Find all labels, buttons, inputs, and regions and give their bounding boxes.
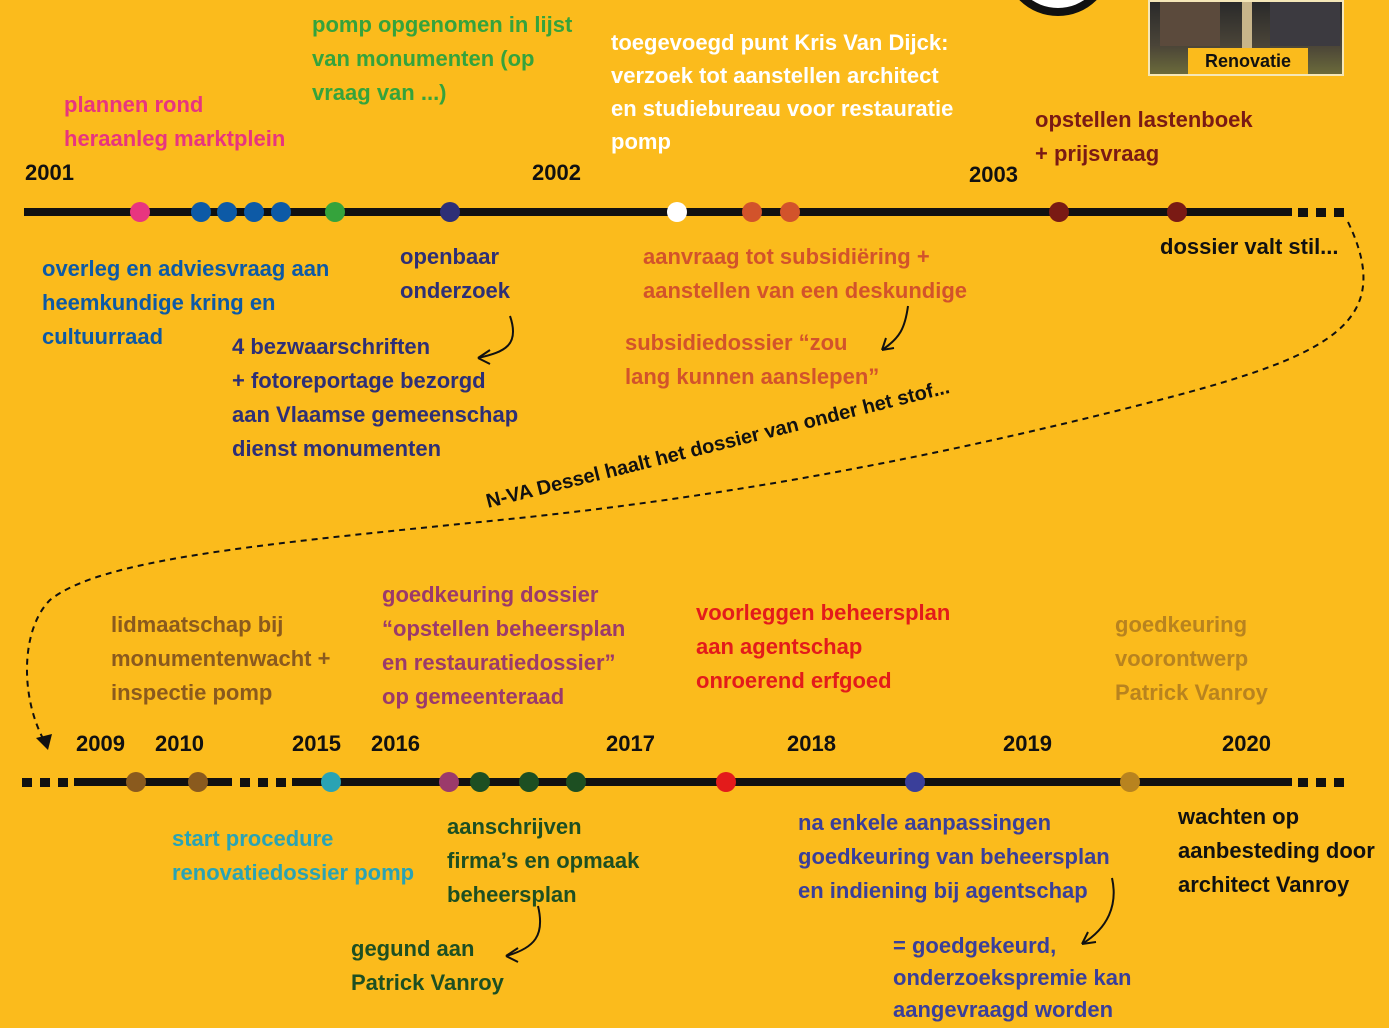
photo-pump — [1242, 2, 1252, 48]
event-label: subsidiedossier “zou lang kunnen aanslep… — [625, 330, 880, 389]
event-label: wachten op aanbesteding door architect V… — [1178, 804, 1375, 897]
event-dot — [440, 202, 460, 222]
event-label: goedkeuring dossier “opstellen beheerspl… — [382, 582, 626, 709]
event-label: start procedure renovatiedossier pomp — [172, 826, 415, 885]
event-dot — [126, 772, 146, 792]
photo-building-left — [1160, 2, 1220, 46]
event-dot — [470, 772, 490, 792]
year-label: 2017 — [606, 731, 655, 756]
pump-photo: Renovatie pomp — [1148, 0, 1344, 76]
bottom-timeline-dash — [258, 778, 268, 787]
event-label: toegevoegd punt Kris Van Dijck: verzoek … — [611, 30, 954, 154]
top-timeline-dash — [1298, 208, 1308, 217]
event-label: voorleggen beheersplan aan agentschap on… — [696, 600, 951, 693]
event-dot — [905, 772, 925, 792]
event-dot — [271, 202, 291, 222]
photo-building-right — [1270, 2, 1340, 46]
callout-arrowhead — [477, 349, 491, 365]
event-dot — [519, 772, 539, 792]
bottom-timeline-dash — [1316, 778, 1326, 787]
year-label: 2019 — [1003, 731, 1052, 756]
callout-arrowhead — [505, 947, 519, 963]
bottom-timeline-dash — [1298, 778, 1308, 787]
bottom-timeline-dash — [240, 778, 250, 787]
event-label: 4 bezwaarschriften + fotoreportage bezor… — [232, 334, 519, 461]
event-dot — [667, 202, 687, 222]
year-label: 2003 — [969, 162, 1018, 187]
event-dot — [439, 772, 459, 792]
callout-arrowhead — [1081, 931, 1097, 945]
event-dot — [217, 202, 237, 222]
year-label: 2002 — [532, 160, 581, 185]
event-label: openbaar onderzoek — [400, 244, 511, 303]
event-dot — [1049, 202, 1069, 222]
event-label: plannen rond heraanleg marktplein — [64, 92, 286, 151]
event-dot — [742, 202, 762, 222]
callout-arrow — [505, 905, 542, 957]
event-dot — [1167, 202, 1187, 222]
photo-caption: Renovatie pomp — [1188, 48, 1308, 74]
top-timeline-dash — [1316, 208, 1326, 217]
bottom-timeline-dash — [22, 778, 32, 787]
event-label: pomp opgenomen in lijst van monumenten (… — [312, 12, 573, 105]
timeline-ending-label: dossier valt stil... — [1160, 234, 1339, 259]
event-label: goedkeuring voorontwerp Patrick Vanroy — [1115, 612, 1268, 705]
event-dot — [325, 202, 345, 222]
event-dot — [244, 202, 264, 222]
transition-connector — [26, 221, 1365, 745]
bottom-timeline-dash — [276, 778, 286, 787]
year-label: 2001 — [25, 160, 74, 185]
event-label: gegund aan Patrick Vanroy — [351, 936, 504, 995]
event-label: overleg en adviesvraag aan heemkundige k… — [42, 256, 330, 349]
bottom-timeline-dash — [40, 778, 50, 787]
event-label: na enkele aanpassingen goedkeuring van b… — [798, 810, 1110, 903]
event-label: = goedgekeurd, onderzoekspremie kan aang… — [893, 933, 1132, 1022]
event-dot — [321, 772, 341, 792]
event-dot — [130, 202, 150, 222]
year-label: 2018 — [787, 731, 836, 756]
callout-arrow — [881, 305, 909, 351]
event-dot — [1120, 772, 1140, 792]
event-dot — [780, 202, 800, 222]
year-label: 2010 — [155, 731, 204, 756]
event-dot — [191, 202, 211, 222]
year-label: 2016 — [371, 731, 420, 756]
bottom-timeline-dash — [58, 778, 68, 787]
event-dot — [566, 772, 586, 792]
event-label: aanschrijven firma’s en opmaak beheerspl… — [447, 814, 640, 907]
callout-arrow — [1081, 877, 1115, 945]
year-label: 2009 — [76, 731, 125, 756]
event-label: opstellen lastenboek + prijsvraag — [1035, 107, 1253, 166]
event-dot — [716, 772, 736, 792]
event-label: lidmaatschap bij monumentenwacht + inspe… — [111, 612, 331, 705]
year-label: 2015 — [292, 731, 341, 756]
event-dot — [188, 772, 208, 792]
callout-arrowhead — [881, 337, 895, 351]
year-label: 2020 — [1222, 731, 1271, 756]
top-timeline-dash — [1334, 208, 1344, 217]
transition-arrowhead — [36, 734, 52, 750]
bottom-timeline-dash — [1334, 778, 1344, 787]
event-label: aanvraag tot subsidiëring + aanstellen v… — [643, 244, 968, 303]
callout-arrow — [477, 315, 515, 359]
